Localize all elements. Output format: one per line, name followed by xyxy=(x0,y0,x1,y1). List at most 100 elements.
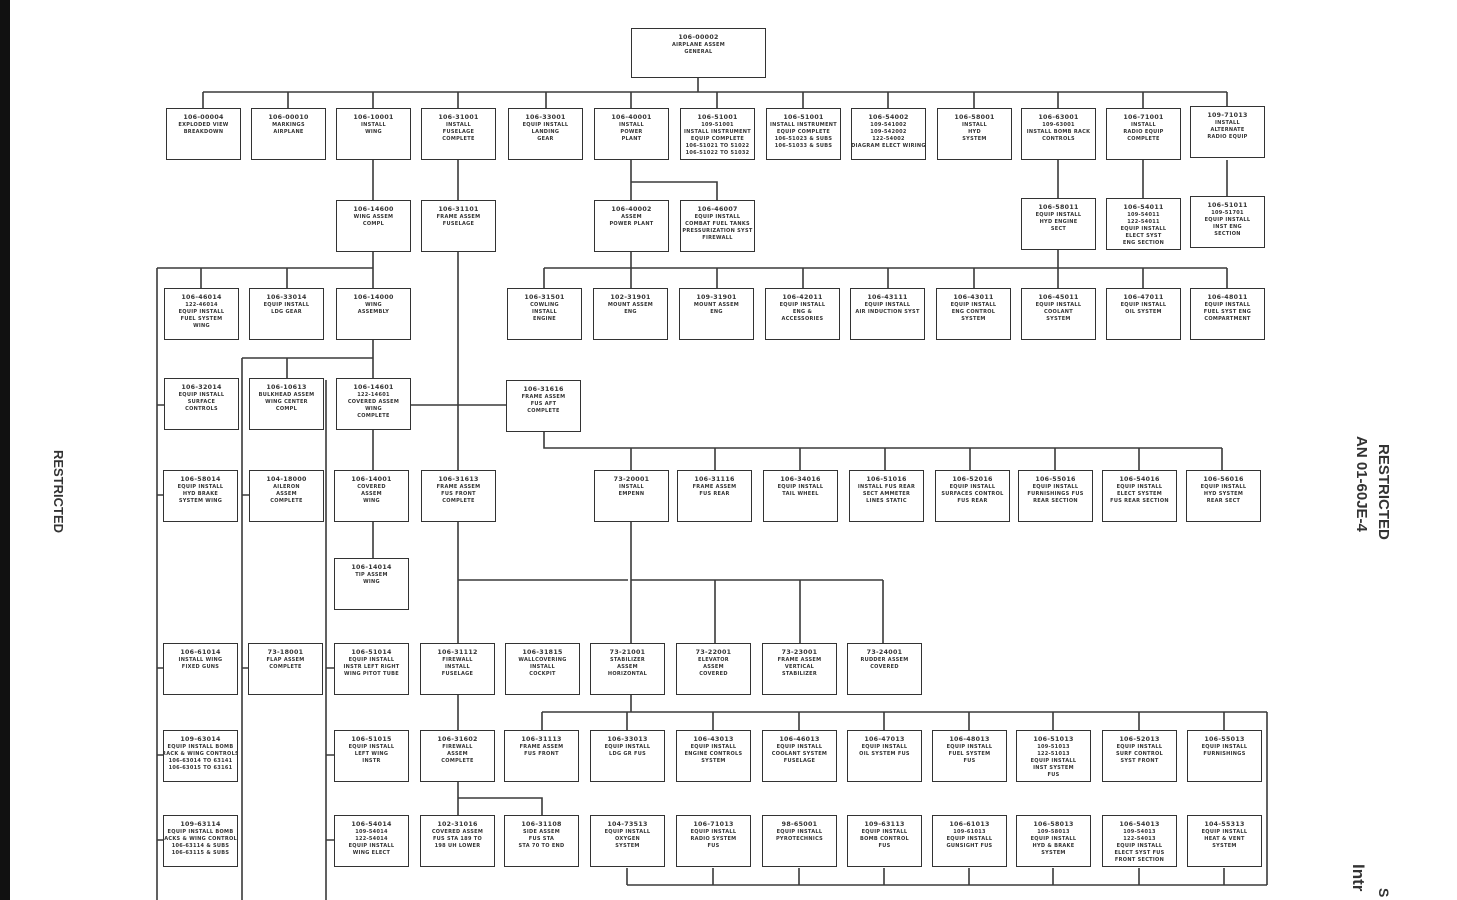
part-description-line: GENERAL xyxy=(684,49,713,55)
part-description-line: INSTALL xyxy=(531,309,557,315)
part-description-line: COMPARTMENT xyxy=(1204,316,1251,322)
part-description-line: EQUIP INSTALL xyxy=(1200,484,1247,490)
part-description-line: EQUIP INSTALL xyxy=(864,302,911,308)
part-number: 106-58011 xyxy=(1038,204,1079,211)
part-description-line: 106-51021 TO 51022 xyxy=(685,143,750,149)
part-description-line: WING xyxy=(193,323,210,329)
part-number: 106-33014 xyxy=(266,294,307,301)
part-description-line: AIRPLANE xyxy=(273,129,304,135)
part-number: 106-54016 xyxy=(1119,476,1160,483)
part-number: 73-22001 xyxy=(695,649,732,656)
part-description-line: COMPLETE xyxy=(1127,136,1160,142)
part-description-line: TIP ASSEM xyxy=(355,572,388,578)
part-number: 106-10001 xyxy=(353,114,394,121)
part-description-line: ASSEM xyxy=(617,664,638,670)
part-number: 104-18000 xyxy=(266,476,307,483)
part-number: 106-00010 xyxy=(268,114,309,121)
part-number: 109-63113 xyxy=(864,821,905,828)
part-description-line: EQUIP INSTALL xyxy=(178,392,225,398)
part-description-line: GUNSIGHT FUS xyxy=(946,843,993,849)
part-description-line: FUS REAR xyxy=(957,498,988,504)
part-description-line: HYD BRAKE xyxy=(182,491,219,497)
part-description-line: INSTALL xyxy=(618,122,644,128)
part-description-line: COMBAT FUEL TANKS xyxy=(685,221,750,227)
part-description-line: FUEL SYSTEM xyxy=(180,316,223,322)
part-description-line: INSTALL xyxy=(529,664,555,670)
part-number: 106-14014 xyxy=(351,564,392,571)
part-description-line: 122-54014 xyxy=(355,836,388,842)
part-description-line: INSTALL xyxy=(618,484,644,490)
part-description-line: COCKPIT xyxy=(529,671,556,677)
part-description-line: REAR SECT xyxy=(1206,498,1241,504)
part-number: 73-18001 xyxy=(267,649,304,656)
part-description-line: 106-63014 TO 63141 xyxy=(168,758,233,764)
part-number: 106-58001 xyxy=(954,114,995,121)
part-description-line: SURFACES CONTROL xyxy=(941,491,1004,497)
part-number: 109-71013 xyxy=(1207,112,1248,119)
part-description-line: EQUIP INSTALL xyxy=(1116,843,1163,849)
part-description-line: EQUIP INSTALL xyxy=(604,744,651,750)
restricted-label-right: RESTRICTED xyxy=(1375,444,1392,540)
part-description-line: ELECT SYST FUS xyxy=(1114,850,1165,856)
part-number: 106-00002 xyxy=(678,34,719,41)
part-description-line: POWER PLANT xyxy=(609,221,654,227)
part-number: 106-43013 xyxy=(693,736,734,743)
part-description-line: EQUIP INSTALL xyxy=(1035,212,1082,218)
part-description-line: SECTION xyxy=(1214,231,1241,237)
part-number: 106-14600 xyxy=(353,206,394,213)
part-description-line: EQUIP INSTALL xyxy=(690,829,737,835)
part-description-line: COMPLETE xyxy=(441,758,474,764)
part-description-line: COMPL xyxy=(275,406,298,412)
part-description-line: INSTR xyxy=(362,758,381,764)
part-description-line: MARKINGS xyxy=(272,122,305,128)
part-description-line: WING xyxy=(363,579,380,585)
part-description-line: 198 UH LOWER xyxy=(434,843,481,849)
part-description-line: FUS REAR xyxy=(699,491,730,497)
part-description-line: ASSEM xyxy=(703,664,724,670)
part-number: 102-31901 xyxy=(610,294,651,301)
part-number: 109-31901 xyxy=(696,294,737,301)
part-description-line: EQUIP INSTALL xyxy=(1035,302,1082,308)
part-number: 106-31116 xyxy=(694,476,735,483)
part-number: 106-33001 xyxy=(525,114,566,121)
part-description-line: FUS FRONT xyxy=(524,751,559,757)
part-description-line: COMPLETE xyxy=(442,498,475,504)
part-description-line: ALTERNATE xyxy=(1210,127,1245,133)
part-description-line: COMPL xyxy=(362,221,385,227)
part-description-line: 109-51013 xyxy=(1037,744,1070,750)
part-description-line: 109-51701 xyxy=(1211,210,1244,216)
part-description-line: SYSTEM xyxy=(701,758,726,764)
part-description-line: FUEL SYSTEM xyxy=(948,751,991,757)
part-description-line: ENG xyxy=(624,309,637,315)
part-description-line: 109-54011 xyxy=(1127,212,1160,218)
part-number: 73-23001 xyxy=(781,649,818,656)
part-number: 106-51013 xyxy=(1033,736,1074,743)
part-description-line: SYSTEM xyxy=(1046,316,1071,322)
part-number: 106-54002 xyxy=(868,114,909,121)
part-number: 106-56016 xyxy=(1203,476,1244,483)
part-description-line: SYSTEM xyxy=(1041,850,1066,856)
part-description-line: EQUIP INSTALL xyxy=(777,484,824,490)
part-description-line: 106-63114 & SUBS xyxy=(171,843,230,849)
part-description-line: INSTALL INSTRUMENT xyxy=(769,122,837,128)
